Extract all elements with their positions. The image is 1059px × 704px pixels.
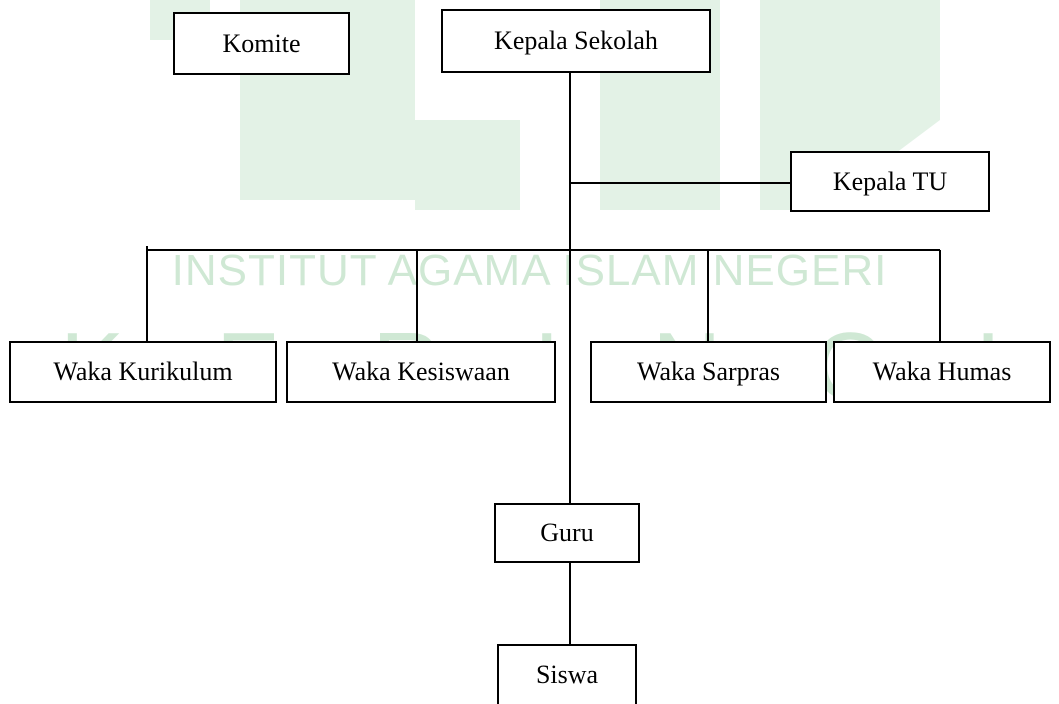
waka-sarpras-box: Waka Sarpras [590,341,827,403]
waka-kurikulum-box: Waka Kurikulum [9,341,277,403]
waka-kesiswaan-box: Waka Kesiswaan [286,341,556,403]
siswa-box: Siswa [497,644,637,704]
kepala-tu-box: Kepala TU [790,151,990,212]
kepala-sekolah-box: Kepala Sekolah [441,9,711,73]
waka-humas-box: Waka Humas [833,341,1051,403]
watermark-institute-name: INSTITUT AGAMA ISLAM NEGERI [171,246,888,295]
komite-box: Komite [173,12,350,75]
guru-box: Guru [494,503,640,563]
